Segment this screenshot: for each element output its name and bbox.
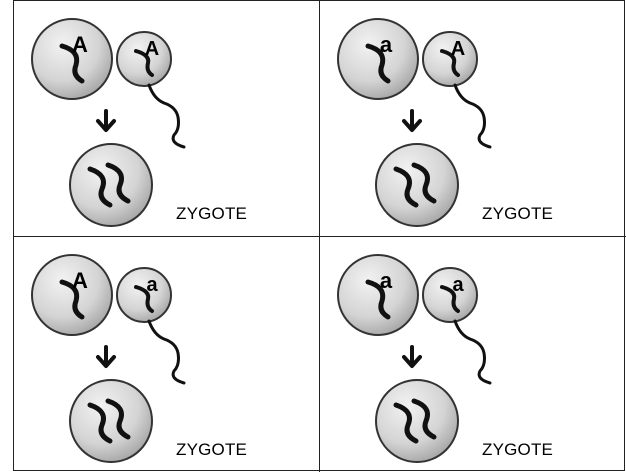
sperm-chromosome xyxy=(134,285,154,313)
zygote-cell xyxy=(375,379,459,463)
sperm-chromosome xyxy=(440,49,460,77)
egg-allele-label: a xyxy=(380,268,393,293)
zygote-chromosome xyxy=(393,166,419,208)
egg-cell xyxy=(31,254,113,336)
sperm-allele-label: a xyxy=(452,274,464,296)
egg-chromosome xyxy=(59,279,85,320)
sperm-cell xyxy=(116,31,172,87)
sperm-cell xyxy=(422,31,478,87)
down-arrow-icon xyxy=(96,109,116,132)
egg-allele-label: a xyxy=(380,32,393,57)
sperm-cell xyxy=(422,267,478,323)
egg-cell xyxy=(337,18,419,100)
sperm-chromosome xyxy=(440,285,460,313)
egg-cell xyxy=(31,18,113,100)
fertilization-panel: a A ZYGOTE xyxy=(320,1,626,237)
sperm-tail xyxy=(147,83,186,149)
sperm-chromosome xyxy=(134,49,154,77)
zygote-cell xyxy=(69,379,153,463)
down-arrow-icon xyxy=(402,109,422,132)
egg-allele-label: A xyxy=(72,32,88,57)
zygote-label: ZYGOTE xyxy=(176,204,247,223)
zygote-label: ZYGOTE xyxy=(176,440,247,459)
down-arrow-icon xyxy=(96,345,116,368)
fertilization-diagram: A A ZYGOTE xyxy=(31,18,247,227)
sperm-tail xyxy=(147,319,186,385)
sperm-tail xyxy=(453,83,492,149)
zygote-chromosome xyxy=(393,402,419,444)
zygote-label: ZYGOTE xyxy=(482,204,553,223)
zygote-cell xyxy=(375,143,459,227)
zygote-chromosome xyxy=(105,398,131,440)
zygote-label: ZYGOTE xyxy=(482,440,553,459)
egg-chromosome xyxy=(365,279,391,320)
down-arrow-icon xyxy=(402,345,422,368)
sperm-allele-label: A xyxy=(145,38,159,60)
sperm-allele-label: a xyxy=(146,274,158,296)
sperm-allele-label: A xyxy=(451,38,465,60)
zygote-chromosome xyxy=(87,166,113,208)
zygote-cell xyxy=(69,143,153,227)
sperm-tail xyxy=(453,319,492,385)
zygote-chromosome xyxy=(411,162,437,204)
egg-chromosome xyxy=(59,43,85,84)
zygote-chromosome xyxy=(87,402,113,444)
sperm-cell xyxy=(116,267,172,323)
zygote-chromosome xyxy=(411,398,437,440)
egg-cell xyxy=(337,254,419,336)
egg-allele-label: A xyxy=(72,268,88,293)
zygote-chromosome xyxy=(105,162,131,204)
fertilization-diagram: a A ZYGOTE xyxy=(337,18,553,227)
fertilization-panel: A A ZYGOTE xyxy=(14,1,320,237)
egg-chromosome xyxy=(365,43,391,84)
